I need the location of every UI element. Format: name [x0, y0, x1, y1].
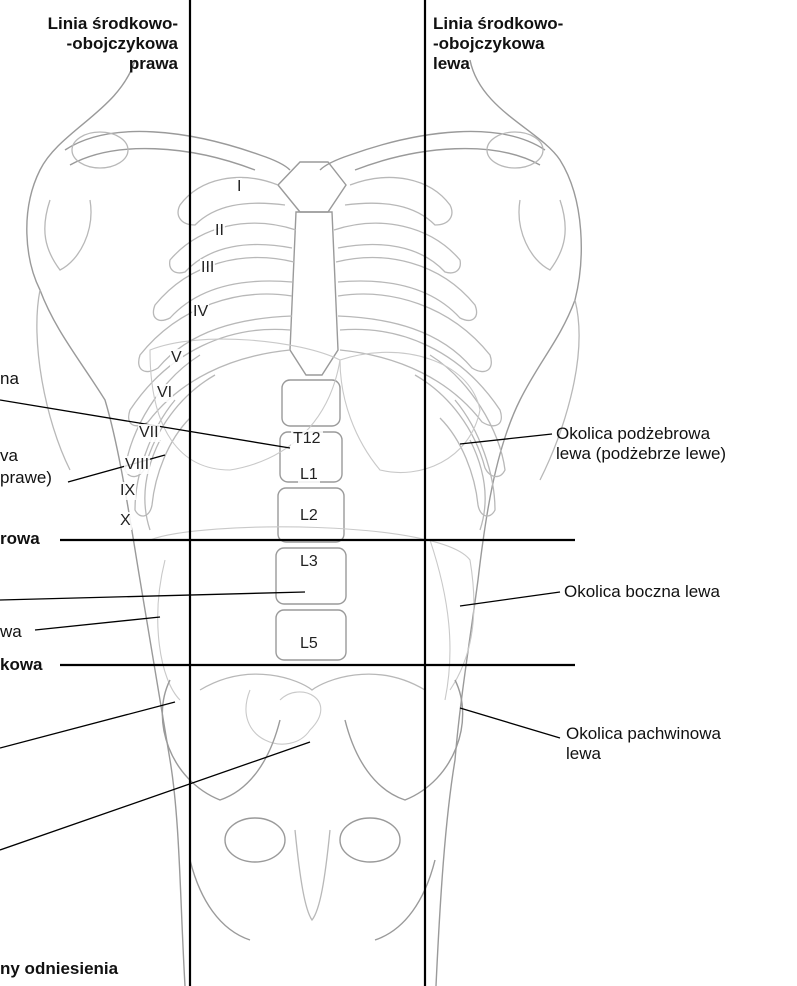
heading-left-line1: Linia środkowo-: [433, 14, 613, 34]
vertebra-label-L5: L5: [298, 635, 320, 653]
rib-label-VII: VII: [138, 424, 160, 442]
rib-label-IV: IV: [192, 303, 209, 321]
pointer-left-inguinal: [460, 708, 560, 738]
label-right-lateral-fragment: wa: [0, 622, 22, 642]
pointer-hypogastric: [0, 742, 310, 850]
label-left-inguinal-line1: Okolica pachwinowa: [566, 724, 721, 744]
heading-left-line3: lewa: [433, 54, 613, 74]
label-left-hypochondriac: Okolica podżebrowa lewa (podżebrze lewe): [556, 424, 726, 464]
vertebra-label-L3: L3: [298, 553, 320, 571]
rib-label-I: I: [236, 178, 242, 196]
pointer-right-lateral: [35, 617, 160, 630]
pelvis: [162, 674, 462, 940]
label-subcostal-plane-fragment: rowa: [0, 529, 40, 549]
label-intertubercular-plane-fragment: kowa: [0, 655, 43, 675]
rib-label-III: III: [200, 259, 215, 277]
rib-label-X: X: [119, 512, 132, 530]
label-reference-planes-fragment: ny odniesienia: [0, 959, 118, 979]
vertebra-label-L2: L2: [298, 507, 320, 525]
rib-label-VIII: VIII: [124, 456, 150, 474]
heading-left-line2: -obojczykowa: [433, 34, 613, 54]
clavicles: [45, 131, 565, 270]
label-left-hypochondriac-line2: lewa (podżebrze lewe): [556, 444, 726, 464]
rib-label-VI: VI: [156, 384, 173, 402]
heading-right-line2: -obojczykowa: [8, 34, 178, 54]
label-left-lateral: Okolica boczna lewa: [564, 582, 720, 602]
label-left-inguinal: Okolica pachwinowa lewa: [566, 724, 721, 764]
label-epigastric-fragment: na: [0, 369, 19, 389]
label-right-hypochondriac-fragment-1: va: [0, 446, 18, 466]
heading-left-midclavicular: Linia środkowo- -obojczykowa lewa: [433, 14, 613, 74]
sternum: [278, 162, 346, 375]
label-left-inguinal-line2: lewa: [566, 744, 721, 764]
pointer-umbilical: [0, 592, 305, 600]
label-right-hypochondriac-fragment-2: prawe): [0, 468, 52, 488]
vertebra-label-T12: T12: [291, 430, 323, 448]
heading-right-midclavicular: Linia środkowo- -obojczykowa prawa: [8, 14, 178, 74]
rib-label-V: V: [170, 349, 183, 367]
pointer-right-hypochondriac: [68, 455, 165, 482]
pointer-right-inguinal: [0, 702, 175, 748]
heading-right-line1: Linia środkowo-: [8, 14, 178, 34]
label-left-hypochondriac-line1: Okolica podżebrowa: [556, 424, 726, 444]
rib-label-II: II: [214, 222, 225, 240]
rib-label-IX: IX: [119, 482, 136, 500]
vertebra-label-L1: L1: [298, 466, 320, 484]
heading-right-line3: prawa: [8, 54, 178, 74]
